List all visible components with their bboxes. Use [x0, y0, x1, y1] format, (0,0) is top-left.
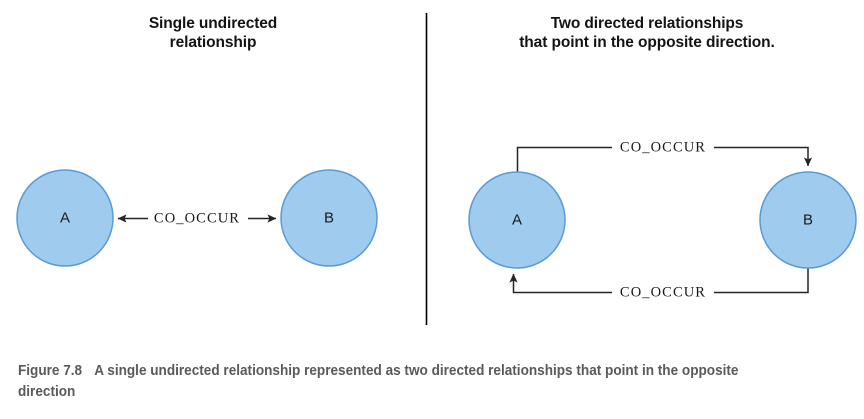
node-b-right-label: B	[803, 212, 813, 229]
edge-label-backdrop-left	[148, 209, 248, 228]
edge-label-bottom: CO_OCCUR	[620, 285, 706, 301]
node-a-right-label: A	[512, 212, 522, 229]
edge-label-top: CO_OCCUR	[620, 140, 706, 156]
edge-label-left: CO_OCCUR	[154, 211, 240, 227]
node-a-left[interactable]	[16, 169, 114, 267]
node-b-left-label: B	[324, 210, 334, 227]
left-panel-diagram: A B CO_OCCUR	[16, 169, 378, 267]
node-b-right[interactable]	[759, 171, 857, 269]
edge-label-backdrop-bottom	[612, 283, 714, 302]
node-a-left-label: A	[60, 210, 70, 227]
right-panel-diagram: A B CO_OCCUR CO_OCCUR	[468, 138, 857, 302]
panel-title-right: Two directed relationships that point in…	[519, 15, 775, 51]
figure-caption-number: Figure 7.8	[18, 363, 83, 379]
node-a-right[interactable]	[468, 171, 566, 269]
panel-title-left: Single undirected relationship	[148, 15, 278, 51]
edge-label-backdrop-top	[612, 138, 714, 157]
node-b-left[interactable]	[280, 169, 378, 267]
figure-caption-text: A single undirected relationship represe…	[18, 363, 739, 400]
